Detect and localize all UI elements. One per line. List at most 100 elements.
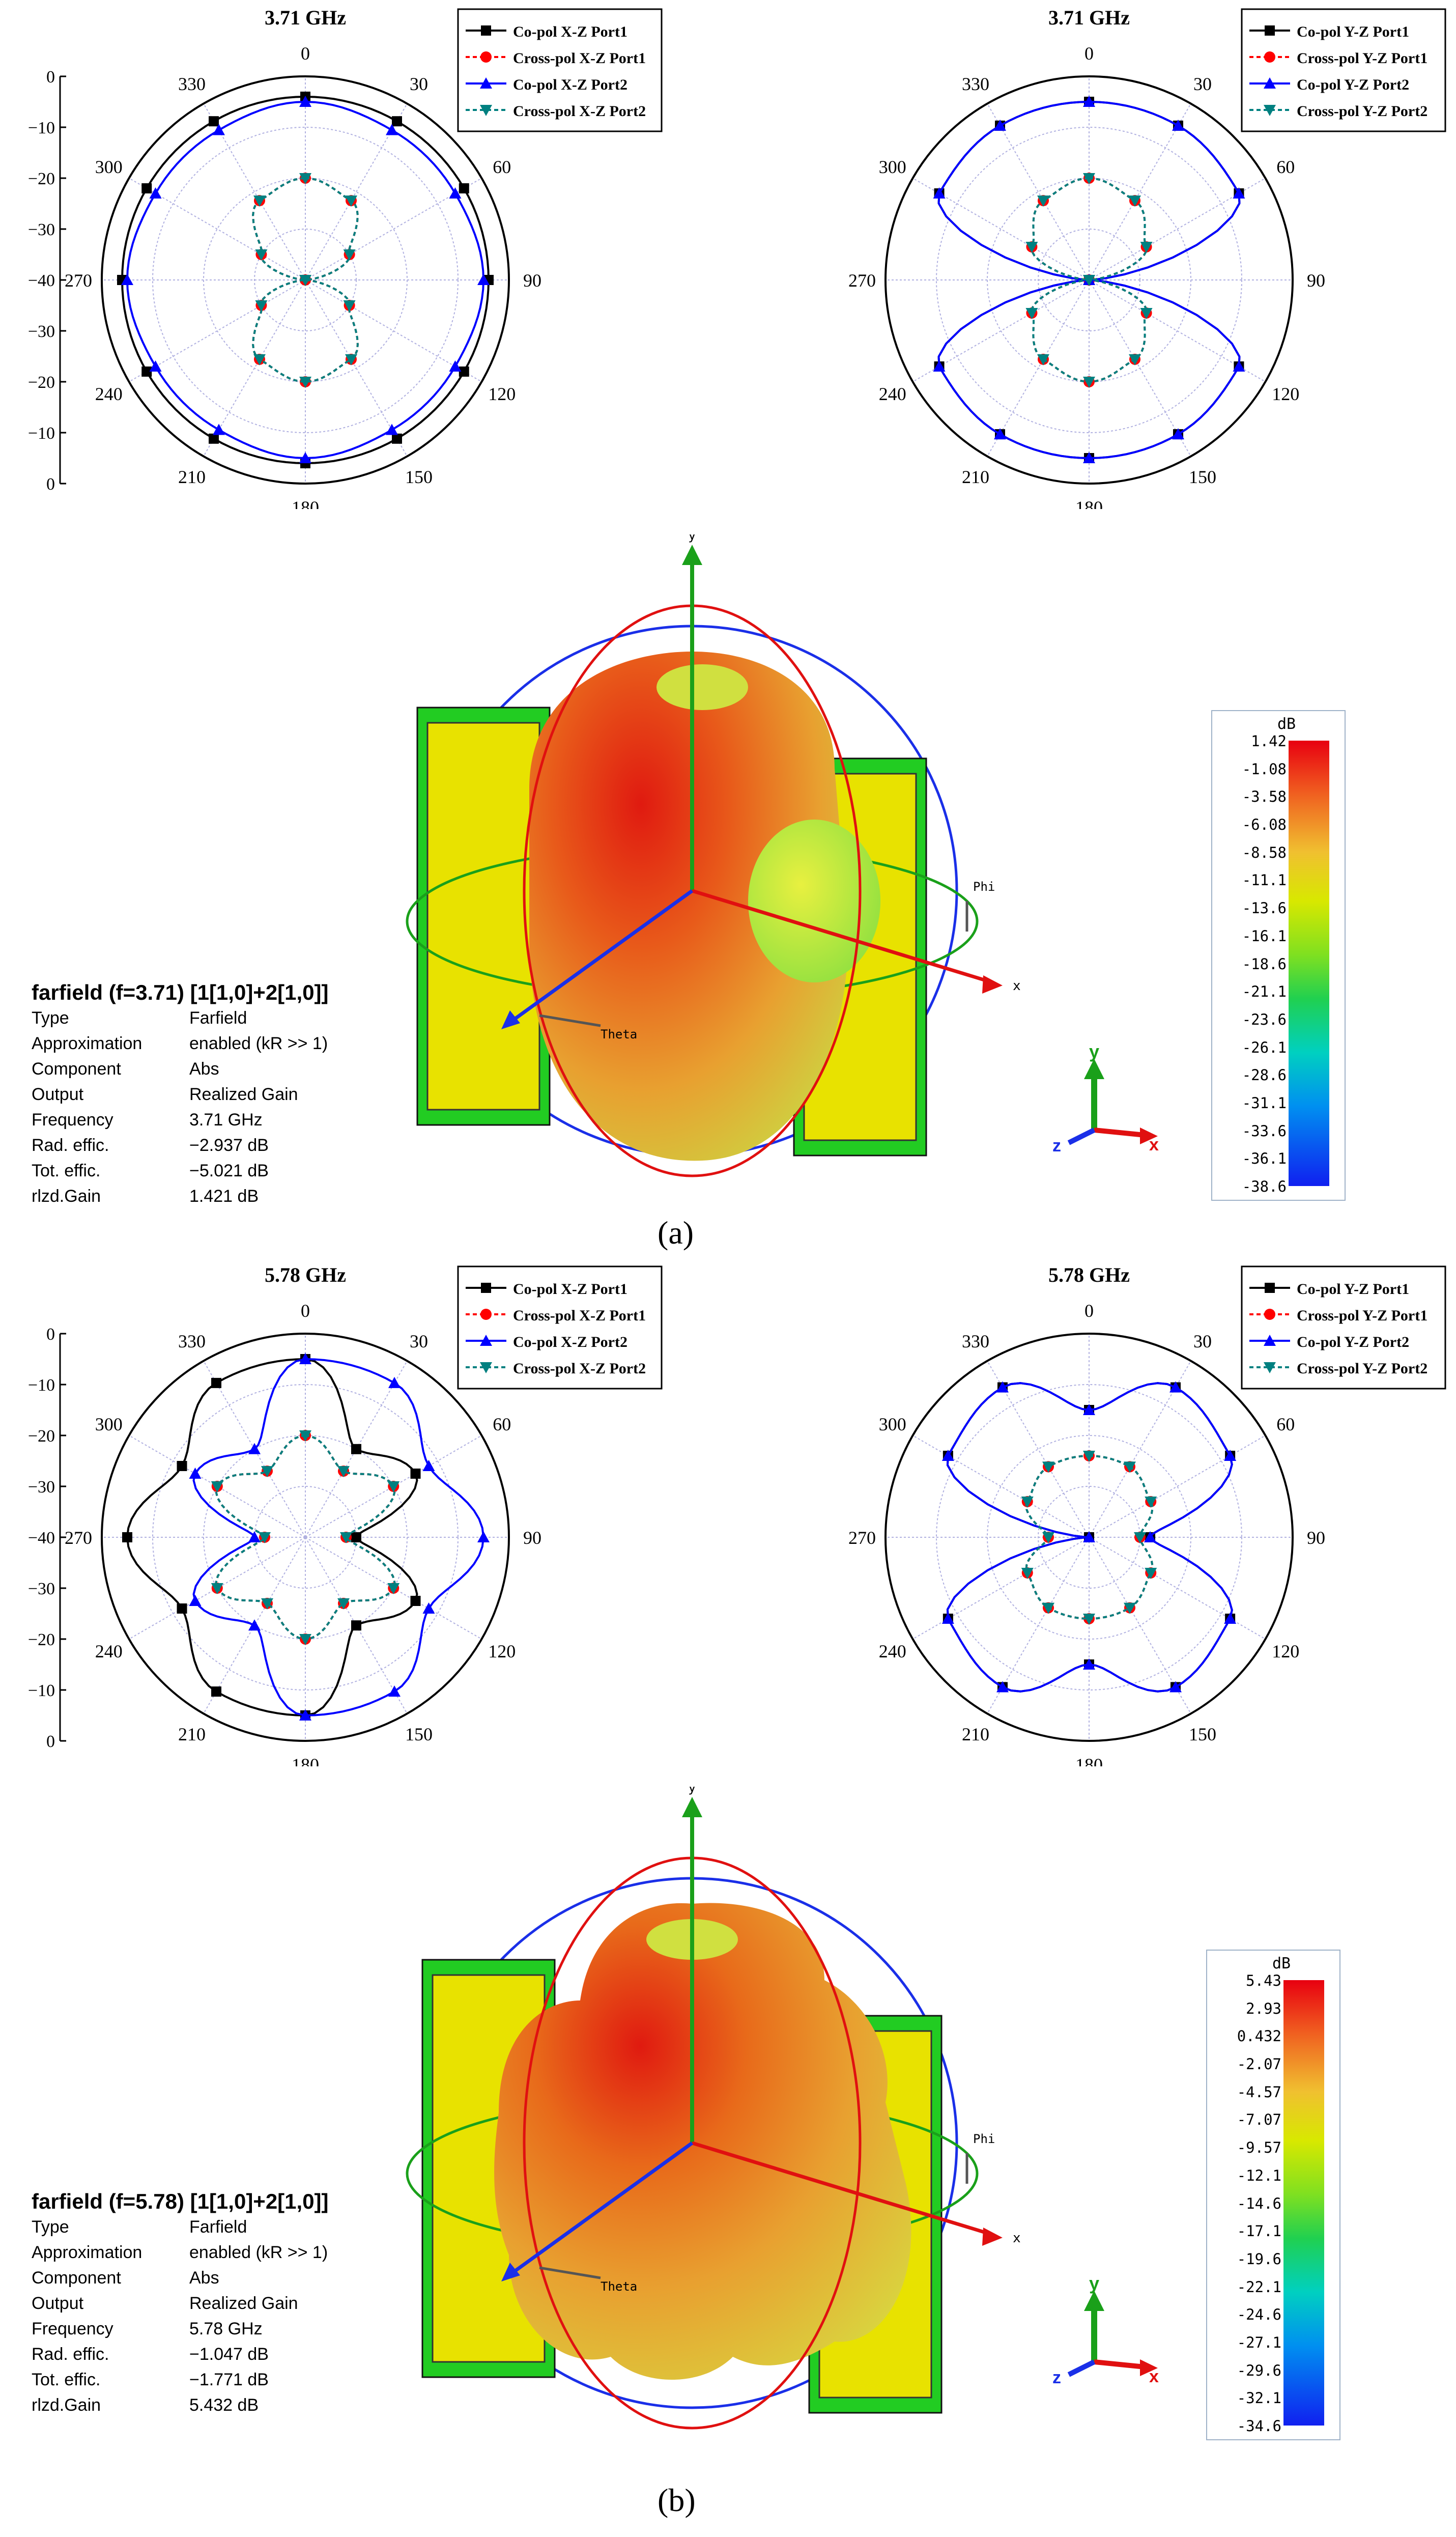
data-point [941,1613,954,1624]
caption-a: (a) [658,1215,694,1251]
colorbar-tick-label: -14.6 [1237,2194,1281,2212]
polar-chart-a-right: 3.71 GHz0306090120150180210240270300330C… [848,6,1446,509]
label-theta: Theta [601,2279,637,2294]
data-point [299,1634,311,1645]
data-point [386,124,398,135]
angle-tick-label: 30 [1193,1331,1212,1351]
legend-entry: Cross-pol Y-Z Port2 [1297,103,1428,120]
data-point [1144,1531,1156,1542]
x-axis-arrowhead [982,975,1003,994]
farfield-row-key: rlzd.Gain [32,1187,101,1206]
data-point [253,195,266,207]
axis-label-y: y [688,534,696,543]
angle-tick-label: 150 [405,467,433,487]
radiation-pattern-body [529,652,848,1161]
radiation-pattern-body [494,1903,911,2380]
radial-tick-label: −10 [28,424,55,443]
legend-entry: Cross-pol Y-Z Port2 [1297,1360,1428,1377]
legend-entry: Cross-pol X-Z Port2 [513,103,646,120]
data-point [392,433,402,444]
angle-tick-label: 330 [178,74,206,94]
farfield-row: Tot. effic.−1.771 dB [32,2367,329,2392]
angle-tick-label: 0 [301,1301,310,1321]
theta-arrow [539,2266,601,2279]
angle-tick-label: 120 [1272,384,1299,404]
data-point [261,1598,273,1610]
legend-entry: Co-pol Y-Z Port2 [1297,1334,1409,1350]
angle-tick-label: 150 [1189,1724,1216,1744]
angle-tick-label: 330 [962,74,989,94]
angle-tick-label: 90 [1307,270,1325,291]
colorbar-gradient [1283,1980,1324,2426]
angle-tick-label: 210 [962,467,989,487]
radial-tick-label: −10 [28,119,55,137]
data-point [386,424,398,435]
data-point [1265,25,1275,36]
colorbar-a: dB 1.42-1.08-3.58-6.08-8.58-11.1-13.6-16… [1211,710,1346,1201]
farfield-row-key: rlzd.Gain [32,2395,101,2415]
series-2 [189,1353,490,1721]
x-axis-arrowhead [982,2228,1003,2246]
data-point [1264,77,1276,89]
colorbar-tick-label: -17.1 [1237,2222,1281,2240]
data-point [255,249,268,261]
polar-chart-b-left: 5.78 GHz03060901201501802102402703003300… [28,1263,663,1766]
angle-tick-label: 270 [848,270,876,291]
angle-tick-label: 120 [488,384,516,404]
angle-tick-label: 150 [405,1724,433,1744]
data-point [1025,242,1038,253]
data-point [337,1466,350,1478]
series-3 [1021,1451,1157,1625]
data-point [480,1335,492,1346]
angle-tick-label: 120 [488,1641,516,1661]
colorbar-tick-label: -33.6 [1242,1122,1287,1140]
farfield-row: Rad. effic.−1.047 dB [32,2342,329,2367]
data-point [351,1620,361,1631]
angle-tick-label: 240 [879,1641,906,1661]
legend-entry: Co-pol X-Z Port1 [513,23,627,40]
data-point [343,249,356,261]
angle-tick-label: 0 [1084,1301,1094,1321]
data-point [477,274,490,285]
data-point [1264,1335,1276,1346]
angle-tick-label: 270 [65,1528,92,1548]
farfield-row-key: Frequency [32,1110,113,1130]
data-point [177,1603,187,1614]
data-point [933,187,946,199]
series-2 [121,96,490,463]
angle-tick-label: 210 [178,467,206,487]
colorbar-tick-label: -16.1 [1242,927,1287,945]
data-point [261,1466,273,1478]
farfield-row-key: Tot. effic. [32,2370,101,2389]
data-point [1264,105,1276,116]
data-point [1083,1404,1095,1415]
data-point [248,1619,261,1631]
legend-entry: Co-pol Y-Z Port2 [1297,76,1409,93]
data-point [299,275,311,286]
x-axis-arrow [691,2141,993,2237]
data-point [422,1460,435,1471]
chart-title: 3.71 GHz [265,6,346,29]
angle-tick-label: 0 [301,43,310,64]
data-point [299,1709,311,1721]
series-3 [252,173,359,388]
data-point [299,1353,311,1364]
data-point [996,1681,1009,1693]
data-point [1083,1451,1095,1462]
farfield-row-key: Component [32,1059,121,1079]
axis-label-x: x [1013,2231,1021,2246]
radial-tick-label: 0 [46,68,55,87]
angle-tick-label: 180 [1075,1755,1103,1766]
patch-left [426,722,540,1111]
orientation-axes-a: y x z [1052,1044,1159,1155]
data-point [1042,1461,1054,1473]
colorbar-tick-label: -24.6 [1237,2306,1281,2324]
